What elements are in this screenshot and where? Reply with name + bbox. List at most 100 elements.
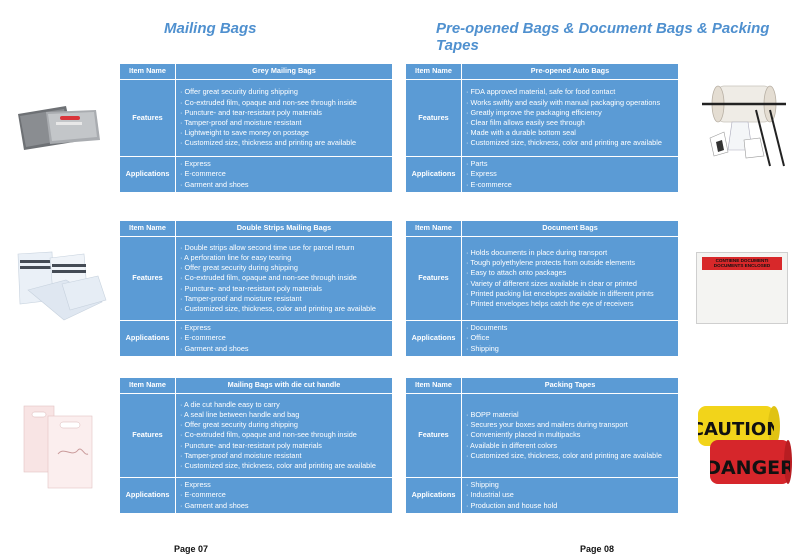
features-row: Features · BOPP material · Secures your … bbox=[406, 394, 678, 478]
features-list: · A die cut handle easy to carry · A sea… bbox=[176, 394, 392, 477]
features-label: Features bbox=[120, 237, 176, 320]
application-item: · E-commerce bbox=[180, 490, 226, 500]
item-name-label: Item Name bbox=[120, 378, 176, 393]
feature-item: · FDA approved material, safe for food c… bbox=[466, 87, 616, 97]
item-name-label: Item Name bbox=[120, 221, 176, 236]
applications-label: Applications bbox=[120, 478, 176, 513]
applications-row: Applications · Express · E-commerce · Ga… bbox=[120, 478, 392, 513]
item-name-label: Item Name bbox=[406, 221, 462, 236]
item-name-value: Mailing Bags with die cut handle bbox=[227, 380, 341, 390]
feature-item: · Tamper-proof and moisture resistant bbox=[180, 450, 302, 460]
application-item: · E-commerce bbox=[180, 169, 226, 179]
application-item: · Shipping bbox=[466, 480, 499, 490]
feature-item: · A seal line between handle and bag bbox=[180, 409, 300, 419]
applications-list: · Documents · Office · Shipping bbox=[462, 321, 678, 356]
table-grey-mailing-bags: Item Name Grey Mailing Bags Features · O… bbox=[120, 64, 392, 192]
feature-item: · Works swiftly and easily with manual p… bbox=[466, 97, 661, 107]
feature-item: · Double strips allow second time use fo… bbox=[180, 242, 355, 252]
features-label: Features bbox=[406, 237, 462, 320]
document-label: CONTIENE DOCUMENTI DOCUMENTS ENCLOSED bbox=[702, 257, 782, 270]
application-item: · Garment and shoes bbox=[180, 343, 249, 353]
application-item: · E-commerce bbox=[180, 333, 226, 343]
item-name-row: Item Name Mailing Bags with die cut hand… bbox=[120, 378, 392, 394]
feature-item: · Customized size, thickness, color and … bbox=[180, 304, 376, 313]
page-number-right: Page 08 bbox=[580, 544, 615, 554]
item-name-value: Double Strips Mailing Bags bbox=[236, 223, 332, 233]
table-packing-tapes: Item Name Packing Tapes Features · BOPP … bbox=[406, 378, 678, 513]
packing-tapes-image: CAUTION DANGER bbox=[698, 406, 792, 484]
features-list: · BOPP material · Secures your boxes and… bbox=[462, 394, 678, 477]
application-item: · Production and house hold bbox=[466, 500, 558, 510]
item-name-label: Item Name bbox=[406, 64, 462, 79]
application-item: · Documents bbox=[466, 323, 508, 333]
feature-item: · Puncture- and tear-resistant poly mate… bbox=[180, 440, 322, 450]
item-name-row: Item Name Double Strips Mailing Bags bbox=[120, 221, 392, 237]
application-item: · Express bbox=[466, 169, 497, 179]
feature-item: · Lightweight to save money on postage bbox=[180, 128, 309, 138]
features-list: · Offer great security during shipping ·… bbox=[176, 80, 392, 156]
feature-item: · Easy to attach onto packages bbox=[466, 268, 567, 278]
item-name-value: Document Bags bbox=[542, 223, 598, 233]
application-item: · Shipping bbox=[466, 343, 499, 353]
grey-mailing-bags-image bbox=[18, 106, 100, 150]
application-item: · Express bbox=[180, 159, 211, 169]
feature-item: · Customized size, thickness and printin… bbox=[180, 138, 357, 148]
feature-item: · Puncture- and tear-resistant poly mate… bbox=[180, 283, 322, 293]
feature-item: · Available in different colors bbox=[466, 440, 557, 450]
die-cut-handle-bags-image bbox=[23, 405, 93, 489]
item-name-label: Item Name bbox=[120, 64, 176, 79]
feature-item: · Co-extruded film, opaque and non-see t… bbox=[180, 273, 357, 283]
application-item: · Office bbox=[466, 333, 490, 343]
document-label-line-2: DOCUMENTS ENCLOSED bbox=[713, 263, 771, 269]
applications-label: Applications bbox=[406, 321, 462, 356]
feature-item: · Customized size, thickness, color and … bbox=[180, 461, 376, 470]
applications-row: Applications · Parts · Express · E-comme… bbox=[406, 157, 678, 192]
section-title-mailing-bags: Mailing Bags bbox=[164, 20, 257, 37]
feature-item: · Holds documents in place during transp… bbox=[466, 247, 608, 257]
features-label: Features bbox=[406, 394, 462, 477]
feature-item: · A perforation line for easy tearing bbox=[180, 252, 292, 262]
feature-item: · Tough polyethylene protects from outsi… bbox=[466, 258, 636, 268]
feature-item: · Offer great security during shipping bbox=[180, 420, 298, 430]
feature-item: · Customized size, thickness, color and … bbox=[466, 138, 662, 148]
application-item: · Parts bbox=[466, 159, 488, 169]
feature-item: · A die cut handle easy to carry bbox=[180, 399, 280, 409]
application-item: · E-commerce bbox=[466, 179, 512, 189]
features-label: Features bbox=[120, 394, 176, 477]
feature-item: · Co-extruded film, opaque and non-see t… bbox=[180, 430, 357, 440]
applications-list: · Shipping · Industrial use · Production… bbox=[462, 478, 678, 513]
application-item: · Express bbox=[180, 323, 211, 333]
item-name-row: Item Name Pre-opened Auto Bags bbox=[406, 64, 678, 80]
features-list: · FDA approved material, safe for food c… bbox=[462, 80, 678, 156]
features-row: Features · Double strips allow second ti… bbox=[120, 237, 392, 321]
item-name-row: Item Name Packing Tapes bbox=[406, 378, 678, 394]
features-label: Features bbox=[406, 80, 462, 156]
feature-item: · Made with a durable bottom seal bbox=[466, 128, 576, 138]
double-strips-mailing-bags-image bbox=[17, 251, 107, 321]
features-row: Features · A die cut handle easy to carr… bbox=[120, 394, 392, 478]
application-item: · Garment and shoes bbox=[180, 179, 249, 189]
feature-item: · Puncture- and tear-resistant poly mate… bbox=[180, 107, 322, 117]
section-title-preopened-bags: Pre-opened Bags & Document Bags & Packin… bbox=[436, 20, 770, 54]
feature-item: · Conveniently placed in multipacks bbox=[466, 430, 581, 440]
table-document-bags: Item Name Document Bags Features · Holds… bbox=[406, 221, 678, 356]
application-item: · Express bbox=[180, 480, 211, 490]
item-name-label: Item Name bbox=[406, 378, 462, 393]
applications-list: · Express · E-commerce · Garment and sho… bbox=[176, 321, 392, 356]
applications-label: Applications bbox=[120, 321, 176, 356]
feature-item: · BOPP material bbox=[466, 409, 519, 419]
feature-item: · Greatly improve the packaging efficien… bbox=[466, 107, 602, 117]
item-name-row: Item Name Document Bags bbox=[406, 221, 678, 237]
applications-list: · Express · E-commerce · Garment and sho… bbox=[176, 478, 392, 513]
feature-item: · Tamper-proof and moisture resistant bbox=[180, 293, 302, 303]
table-mailing-bags-die-cut-handle: Item Name Mailing Bags with die cut hand… bbox=[120, 378, 392, 513]
danger-tape-text: DANGER bbox=[705, 457, 792, 479]
preopened-auto-bags-image bbox=[702, 85, 786, 167]
item-name-value: Grey Mailing Bags bbox=[252, 66, 316, 76]
feature-item: · Customized size, thickness, color and … bbox=[466, 450, 662, 460]
feature-item: · Printed envelopes helps catch the eye … bbox=[466, 298, 634, 308]
applications-row: Applications · Documents · Office · Ship… bbox=[406, 321, 678, 356]
applications-list: · Parts · Express · E-commerce bbox=[462, 157, 678, 192]
feature-item: · Co-extruded film, opaque and non-see t… bbox=[180, 97, 357, 107]
feature-item: · Offer great security during shipping bbox=[180, 87, 298, 97]
